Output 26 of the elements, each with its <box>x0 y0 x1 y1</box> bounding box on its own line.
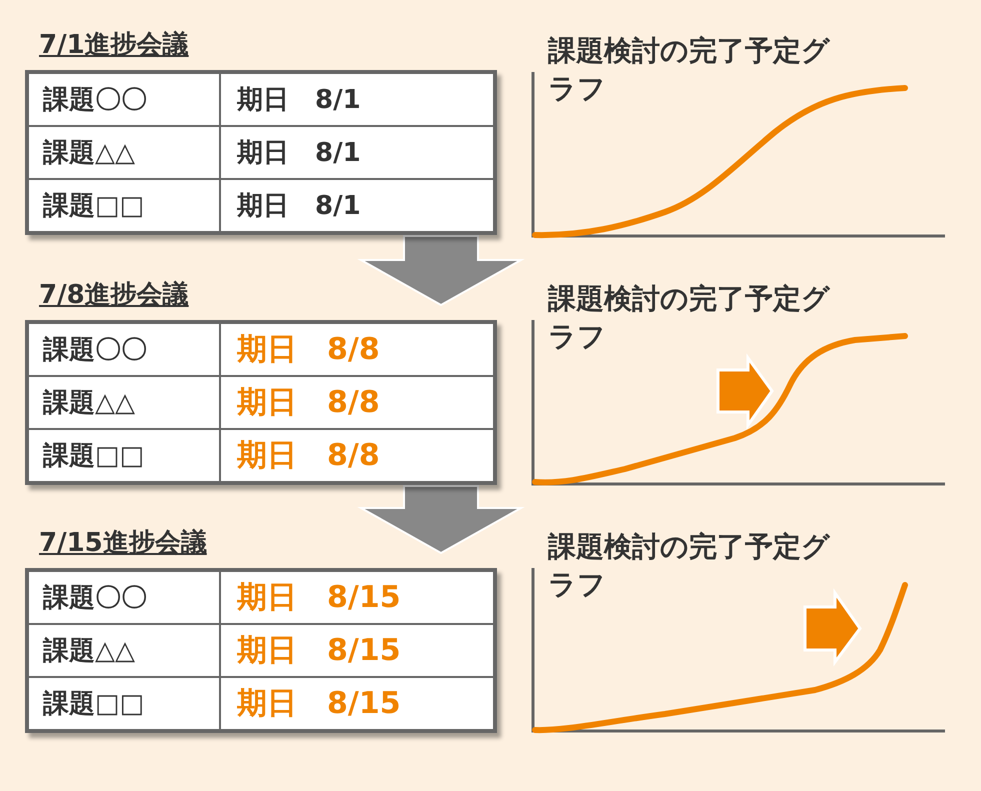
table-cell: 期日 8/1 <box>220 73 494 126</box>
table-cell: 期日 8/8 <box>220 376 494 429</box>
table-cell: 期日 8/1 <box>220 179 494 232</box>
table-cell: 課題〇〇 <box>28 73 220 126</box>
table-cell: 期日 8/8 <box>220 429 494 482</box>
table-cell: 期日 8/15 <box>220 571 494 624</box>
chart-title: 課題検討の完了予定グラフ <box>548 529 831 603</box>
table-cell: 期日 8/15 <box>220 624 494 677</box>
table-cell: 課題□□ <box>28 179 220 232</box>
table-cell: 課題△△ <box>28 624 220 677</box>
table-cell: 課題□□ <box>28 677 220 730</box>
table-cell: 期日 8/15 <box>220 677 494 730</box>
block-arrow <box>357 485 525 554</box>
table-cell: 課題□□ <box>28 429 220 482</box>
table-cell: 課題△△ <box>28 376 220 429</box>
meeting-heading: 7/1進捗会議 <box>39 30 189 60</box>
chart-title: 課題検討の完了予定グラフ <box>548 281 831 355</box>
table-cell: 課題〇〇 <box>28 323 220 376</box>
meeting-heading: 7/15進捗会議 <box>39 528 207 558</box>
meeting-heading: 7/8進捗会議 <box>39 280 189 310</box>
table-cell: 期日 8/1 <box>220 126 494 179</box>
block-arrow <box>357 235 525 306</box>
chart-title: 課題検討の完了予定グラフ <box>548 33 831 107</box>
table-cell: 課題〇〇 <box>28 571 220 624</box>
table-cell: 期日 8/8 <box>220 323 494 376</box>
table-cell: 課題△△ <box>28 126 220 179</box>
